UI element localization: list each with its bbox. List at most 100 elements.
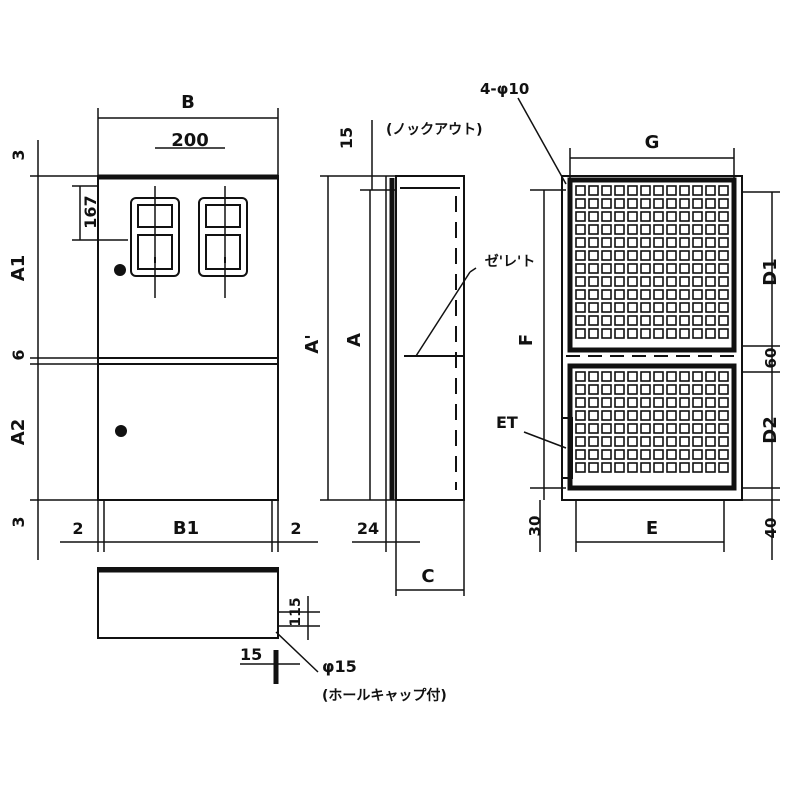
perforation-hole — [640, 289, 651, 300]
perforation-hole — [679, 449, 690, 460]
perforation-hole — [614, 250, 625, 261]
perforation-hole — [666, 410, 677, 421]
dim-label-f: F — [516, 334, 537, 346]
perforation-hole — [666, 423, 677, 434]
perforation-hole — [653, 263, 664, 274]
perforation-hole — [679, 423, 690, 434]
perforation-hole — [614, 410, 625, 421]
perforation-hole — [679, 410, 690, 421]
perforation-hole — [601, 384, 612, 395]
upper-mounting-panel — [567, 177, 737, 353]
upper-door-lock-icon — [114, 264, 126, 276]
dim-label-right-margin: 2 — [290, 519, 301, 538]
perforation-hole — [575, 276, 586, 287]
perforation-hole — [588, 462, 599, 473]
perforation-hole — [718, 263, 729, 274]
perforation-hole — [666, 224, 677, 235]
perforation-hole — [575, 302, 586, 313]
perforation-hole — [692, 250, 703, 261]
perforation-hole — [640, 449, 651, 460]
perforation-hole — [640, 211, 651, 222]
perforation-hole — [679, 224, 690, 235]
hole-label: φ15 — [322, 657, 357, 676]
dim-label-d1: D1 — [760, 258, 781, 285]
knockout-label: 4-φ10 — [480, 80, 529, 98]
perforation-hole — [692, 328, 703, 339]
lower-panel-grid — [575, 371, 729, 473]
dim-label-middle-gap: 6 — [9, 349, 28, 360]
front-view: B 200 167 3 A1 6 A2 3 2 B1 2 — [8, 92, 318, 560]
perforation-hole — [653, 371, 664, 382]
perforation-hole — [705, 289, 716, 300]
perforation-hole — [653, 397, 664, 408]
perforation-hole — [666, 436, 677, 447]
dim-label-e: E — [646, 518, 658, 539]
perforation-hole — [601, 449, 612, 460]
perforation-hole — [718, 462, 729, 473]
perforation-hole — [705, 185, 716, 196]
perforation-hole — [614, 328, 625, 339]
perforation-hole — [601, 276, 612, 287]
perforation-hole — [653, 198, 664, 209]
perforation-hole — [705, 315, 716, 326]
perforation-hole — [614, 384, 625, 395]
perforation-hole — [627, 436, 638, 447]
perforation-hole — [666, 289, 677, 300]
perforation-hole — [679, 302, 690, 313]
perforation-hole — [601, 185, 612, 196]
perforation-hole — [640, 302, 651, 313]
perforation-hole — [692, 410, 703, 421]
perforation-hole — [640, 397, 651, 408]
perforation-hole — [601, 289, 612, 300]
perforation-hole — [640, 436, 651, 447]
back-view: 4-φ10 (ノックアウト) G F ET D1 60 D2 40 E 30 — [386, 80, 781, 560]
perforation-hole — [718, 315, 729, 326]
perforation-hole — [627, 276, 638, 287]
dim-label-a2: A2 — [8, 419, 29, 445]
perforation-hole — [666, 449, 677, 460]
meter-window-right — [198, 186, 248, 298]
perforation-hole — [705, 436, 716, 447]
perforation-hole — [627, 263, 638, 274]
perforation-hole — [653, 436, 664, 447]
perforation-hole — [666, 263, 677, 274]
perforation-hole — [679, 436, 690, 447]
perforation-hole — [588, 237, 599, 248]
perforation-hole — [588, 263, 599, 274]
perforation-hole — [614, 211, 625, 222]
perforation-hole — [614, 423, 625, 434]
dim-label-left-margin: 2 — [72, 519, 83, 538]
perforation-hole — [666, 371, 677, 382]
dim-label-edge: 115 — [288, 597, 304, 626]
perforation-hole — [627, 315, 638, 326]
perforation-hole — [705, 302, 716, 313]
perforation-hole — [705, 224, 716, 235]
perforation-hole — [666, 315, 677, 326]
hole-note: (ホールキャップ付) — [322, 687, 447, 704]
perforation-hole — [653, 250, 664, 261]
perforation-hole — [718, 224, 729, 235]
perforation-hole — [679, 384, 690, 395]
perforation-hole — [601, 410, 612, 421]
perforation-hole — [679, 276, 690, 287]
perforation-hole — [666, 211, 677, 222]
perforation-hole — [601, 328, 612, 339]
perforation-hole — [653, 302, 664, 313]
perforation-hole — [627, 462, 638, 473]
perforation-hole — [679, 198, 690, 209]
dim-label-200: 200 — [171, 130, 209, 151]
perforation-hole — [705, 384, 716, 395]
perforation-hole — [692, 198, 703, 209]
perforation-hole — [588, 250, 599, 261]
perforation-hole — [614, 276, 625, 287]
perforation-hole — [588, 315, 599, 326]
perforation-hole — [718, 371, 729, 382]
dim-label-167: 167 — [81, 195, 100, 228]
perforation-hole — [588, 436, 599, 447]
perforation-hole — [640, 250, 651, 261]
dim-label-b1: B1 — [173, 518, 199, 539]
perforation-hole — [653, 211, 664, 222]
perforation-hole — [614, 198, 625, 209]
knockout-note: (ノックアウト) — [386, 122, 483, 138]
